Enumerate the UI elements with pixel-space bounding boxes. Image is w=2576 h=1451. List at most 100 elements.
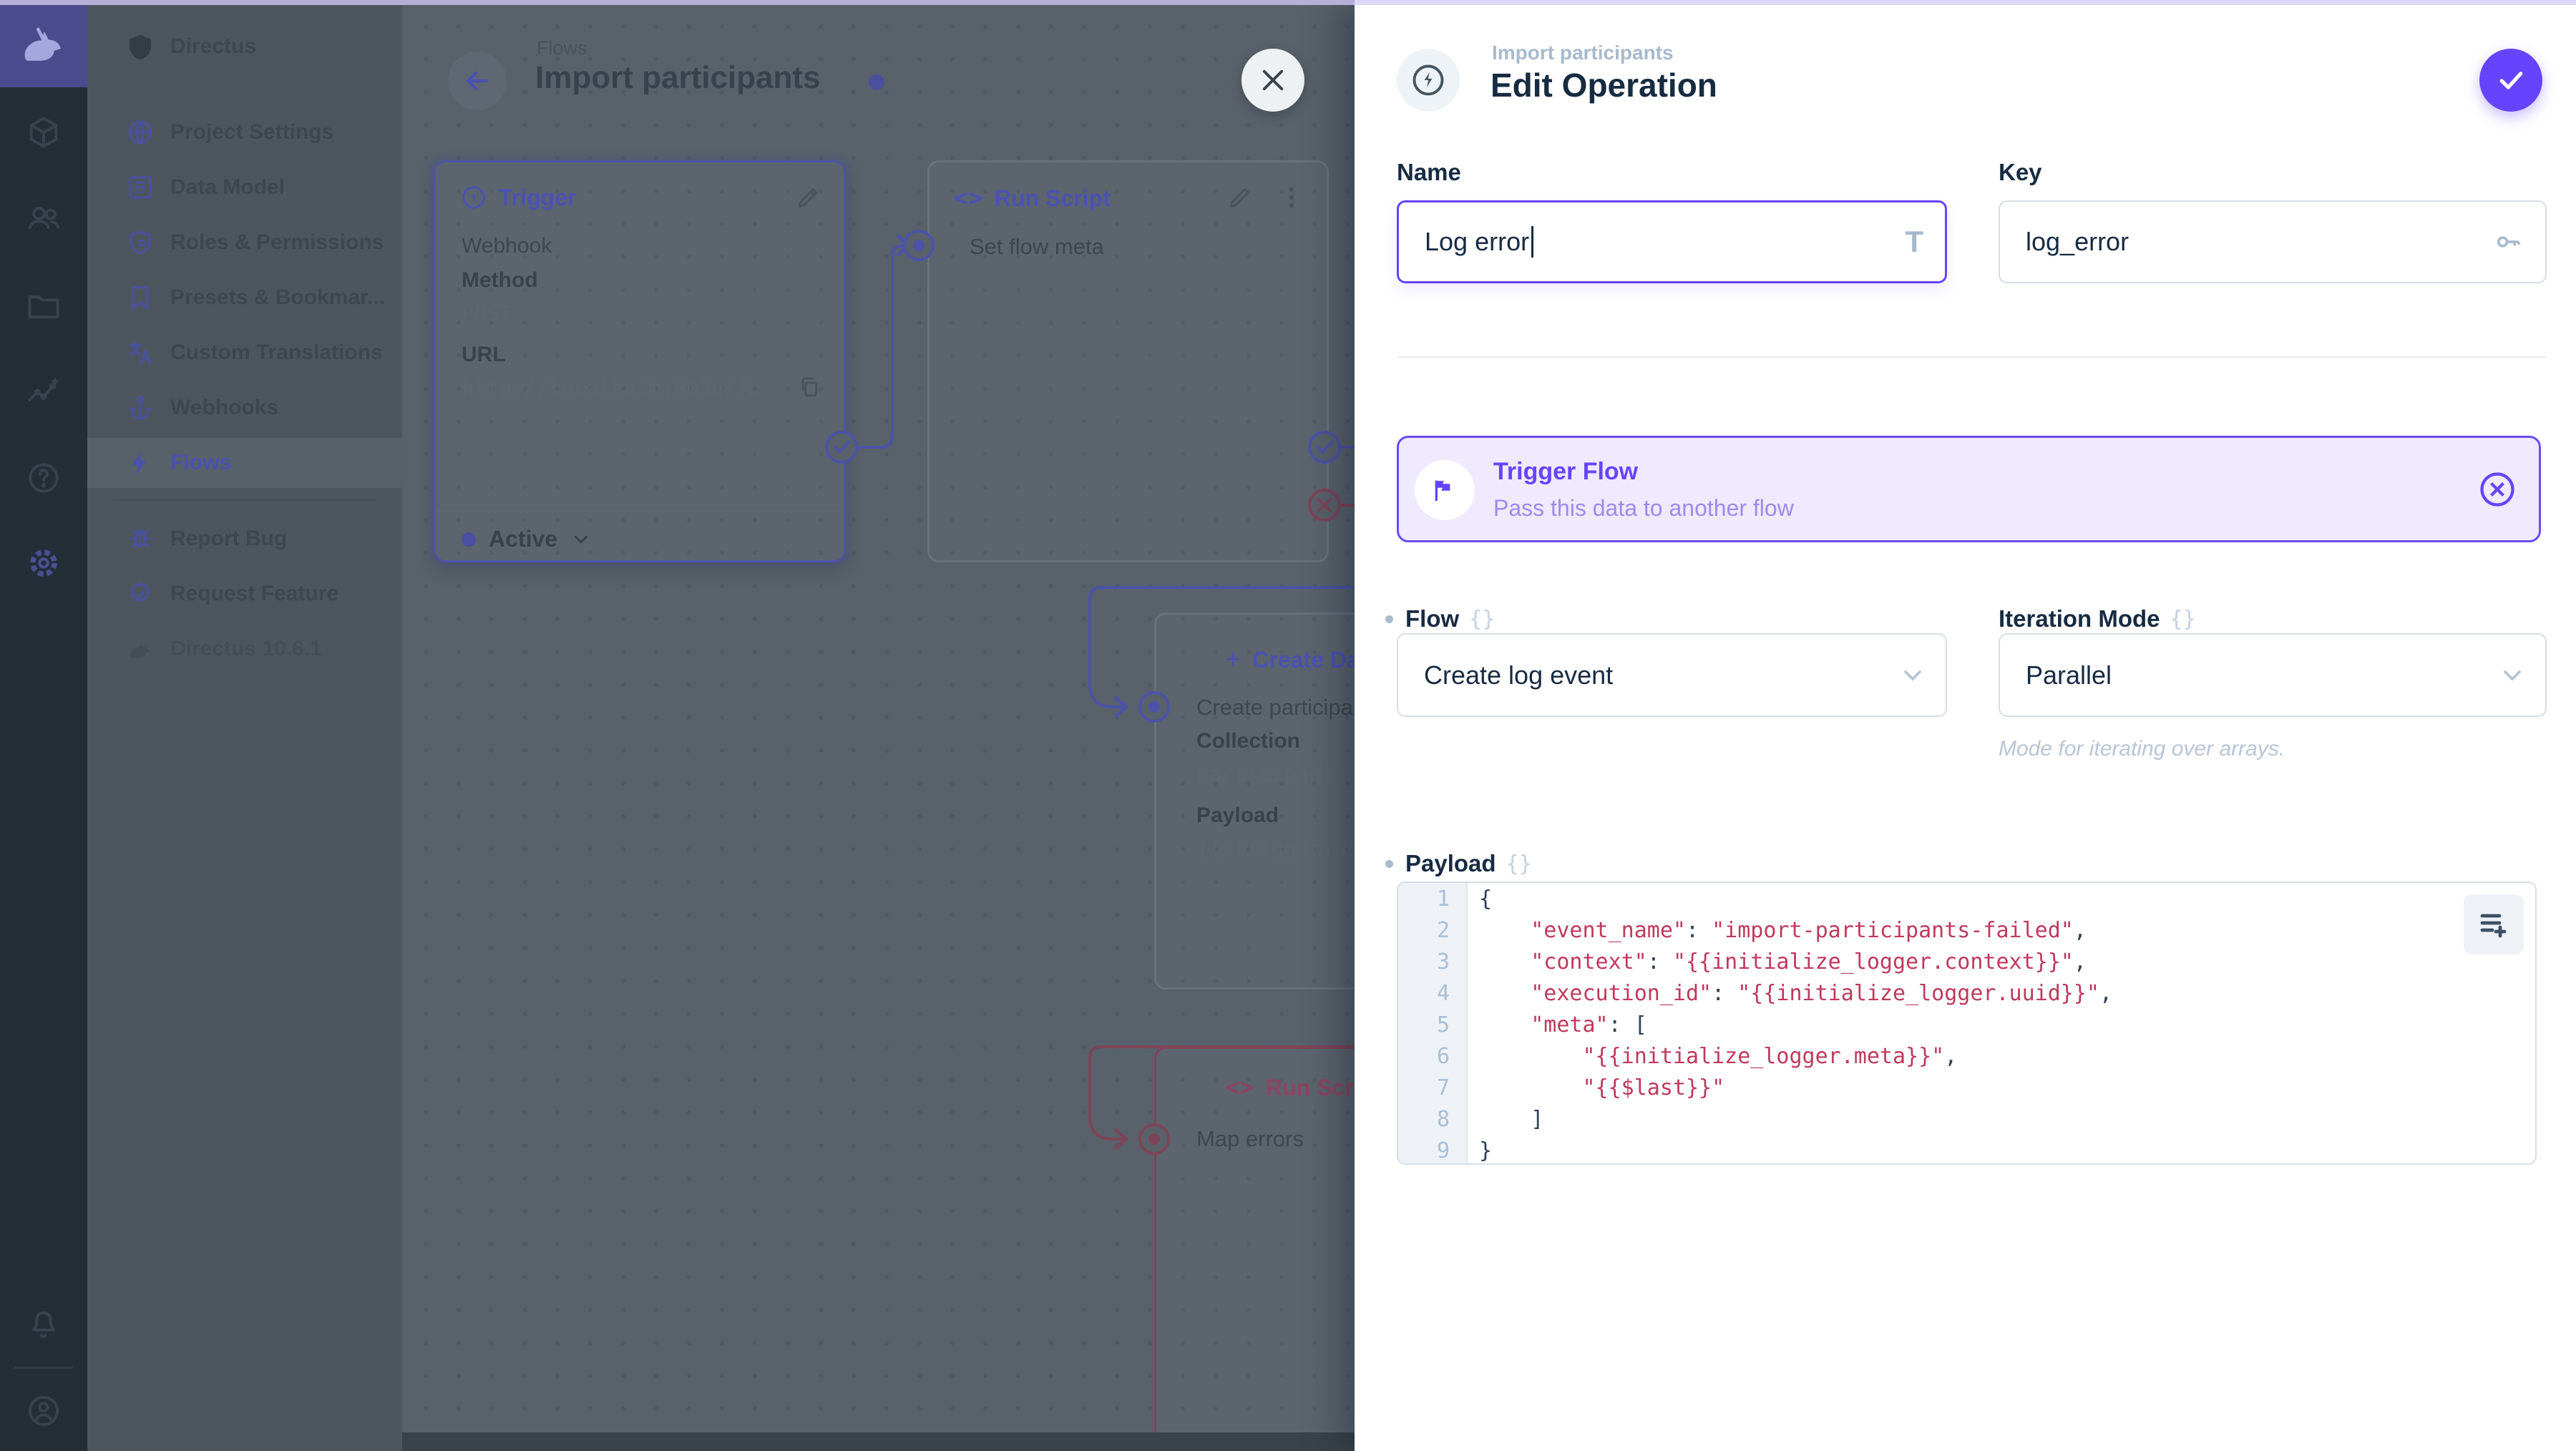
- arrowhead: [896, 234, 912, 257]
- editor-gutter: [1398, 883, 1468, 1163]
- users-module-icon[interactable]: [12, 187, 75, 250]
- flag-chip: [1415, 460, 1475, 520]
- raw-value-icon[interactable]: {}: [1469, 606, 1496, 632]
- chevron-down-icon: [2498, 661, 2527, 690]
- iteration-mode-label: Iteration Mode {}: [1999, 605, 2196, 632]
- code-text: ]: [1479, 1106, 1544, 1132]
- user-avatar[interactable]: [12, 1379, 75, 1442]
- raw-value-icon[interactable]: {}: [2170, 606, 2196, 632]
- edit-pencil-icon[interactable]: [1226, 184, 1254, 211]
- canvas-breadcrumb[interactable]: Flows: [537, 37, 587, 59]
- settings-module-icon[interactable]: [12, 532, 75, 595]
- insights-module-icon[interactable]: [12, 361, 75, 424]
- code-line[interactable]: 1{: [1398, 883, 2535, 914]
- sidebar-item-request-feature[interactable]: Request Feature: [87, 569, 402, 619]
- collection-value: participants: [1196, 762, 1347, 786]
- files-module-icon[interactable]: [12, 275, 75, 338]
- payload-code-editor[interactable]: 1{2 "event_name": "import-participants-f…: [1397, 881, 2537, 1165]
- line-number: 5: [1436, 1012, 1450, 1037]
- top-accent-strip: [1355, 0, 2576, 5]
- code-line[interactable]: 6 "{{initialize_logger.meta}}",: [1398, 1040, 2535, 1072]
- code-line[interactable]: 5 "meta": [: [1398, 1009, 2535, 1040]
- run-script-panel[interactable]: <> Run Script Set flow meta: [927, 160, 1329, 562]
- flow-select[interactable]: Create log event: [1397, 633, 1947, 717]
- sidebar-item-flows[interactable]: Flows: [87, 438, 402, 488]
- sidebar-item-presets-bookmarks[interactable]: Presets & Bookmar...: [87, 273, 402, 323]
- required-dot: [1385, 859, 1393, 868]
- banner-subtitle: Pass this data to another flow: [1493, 495, 1794, 521]
- raw-value-icon[interactable]: {}: [1506, 851, 1532, 876]
- method-value: POST: [462, 301, 512, 326]
- project-name: Directus: [170, 34, 257, 58]
- unsaved-dot: [869, 74, 884, 90]
- back-button[interactable]: [448, 52, 507, 110]
- name-value: Log error: [1425, 227, 1530, 256]
- sidebar-item-webhooks[interactable]: Webhooks: [87, 383, 402, 433]
- insert-interpolation-button[interactable]: [2464, 894, 2524, 954]
- close-drawer-button[interactable]: [1241, 49, 1304, 112]
- drawer-breadcrumb[interactable]: Import participants: [1492, 41, 1674, 64]
- playlist-add-icon: [2480, 914, 2507, 938]
- trigger-type: Webhook: [462, 234, 552, 258]
- code-line[interactable]: 3 "context": "{{initialize_logger.contex…: [1398, 946, 2535, 977]
- trigger-bolt-icon: [460, 184, 487, 211]
- code-icon: <>: [954, 184, 983, 212]
- notifications-bell-icon[interactable]: [12, 1291, 75, 1354]
- trigger-panel[interactable]: Trigger Webhook Method POST URL http://l…: [434, 160, 846, 562]
- chevron-down-icon: [1898, 661, 1927, 690]
- sidebar-item-label: Custom Translations: [170, 341, 383, 364]
- remove-trigger-flow-icon[interactable]: [2476, 468, 2519, 511]
- content-module-icon[interactable]: [12, 101, 75, 164]
- trigger-panel-header: Trigger: [460, 184, 576, 211]
- edit-operation-drawer: Import participants Edit Operation Name …: [1355, 0, 2576, 1451]
- trigger-status[interactable]: Active: [462, 526, 592, 552]
- code-line[interactable]: 2 "event_name": "import-participants-fai…: [1398, 914, 2535, 946]
- line-number: 8: [1436, 1106, 1450, 1132]
- bug-icon: [125, 523, 156, 554]
- arrowhead: [1113, 1128, 1129, 1150]
- name-input[interactable]: Log error T: [1397, 200, 1947, 283]
- payload-label: Payload: [1196, 803, 1279, 827]
- horizontal-scrollbar[interactable]: [402, 1432, 1355, 1451]
- arrow-left-icon: [466, 71, 489, 91]
- translate-icon: [125, 337, 156, 368]
- rabbit-small-icon: [125, 633, 156, 665]
- line-number: 1: [1436, 886, 1450, 912]
- save-button[interactable]: [2479, 49, 2542, 112]
- version-label: Directus 10.6.1: [170, 637, 322, 660]
- sidebar-item-custom-translations[interactable]: Custom Translations: [87, 328, 402, 378]
- directus-logo[interactable]: [0, 0, 87, 87]
- iteration-mode-select[interactable]: Parallel: [1999, 633, 2547, 717]
- sidebar-item-report-bug[interactable]: Report Bug: [87, 514, 402, 564]
- method-label: Method: [462, 268, 538, 292]
- create-data-panel[interactable]: + Create Data Create participant Collect…: [1154, 612, 1355, 990]
- line-number: 3: [1436, 949, 1450, 974]
- edit-pencil-icon[interactable]: [795, 184, 822, 211]
- name-label: Name: [1397, 159, 1461, 185]
- sidebar-item-label: Project Settings: [170, 120, 334, 144]
- flow-canvas[interactable]: Flows Import participants Trigger Webhoo…: [402, 0, 1355, 1451]
- copy-icon[interactable]: [796, 374, 822, 400]
- code-line[interactable]: 9}: [1398, 1135, 2535, 1163]
- sidebar-item-project-settings[interactable]: Project Settings: [87, 107, 402, 157]
- flow-title: Import participants: [535, 60, 821, 95]
- bookmark-icon: [125, 282, 156, 313]
- project-header[interactable]: Directus: [87, 21, 402, 72]
- sidebar-item-data-model[interactable]: Data Model: [87, 162, 402, 212]
- key-input[interactable]: log_error: [1999, 200, 2547, 283]
- flag-icon: [1435, 480, 1450, 501]
- run-script-header: <> Run Script: [954, 184, 1111, 212]
- code-line[interactable]: 8 ]: [1398, 1103, 2535, 1135]
- rabbit-logo-icon: [24, 27, 61, 61]
- trigger-footer-divider: [436, 510, 839, 512]
- sidebar-item-roles-permissions[interactable]: Roles & Permissions: [87, 218, 402, 268]
- kebab-menu-icon[interactable]: [1278, 184, 1305, 211]
- map-errors-panel[interactable]: <> Run Script Map errors: [1154, 1047, 1355, 1441]
- map-errors-header: <> Run Script: [1225, 1073, 1355, 1102]
- anchor-icon: [125, 392, 156, 424]
- code-line[interactable]: 7 "{{$last}}": [1398, 1072, 2535, 1103]
- help-module-icon[interactable]: [12, 446, 75, 509]
- code-line[interactable]: 4 "execution_id": "{{initialize_logger.u…: [1398, 977, 2535, 1009]
- project-shield-icon: [125, 31, 156, 62]
- trigger-flow-banner[interactable]: Trigger Flow Pass this data to another f…: [1397, 436, 2541, 542]
